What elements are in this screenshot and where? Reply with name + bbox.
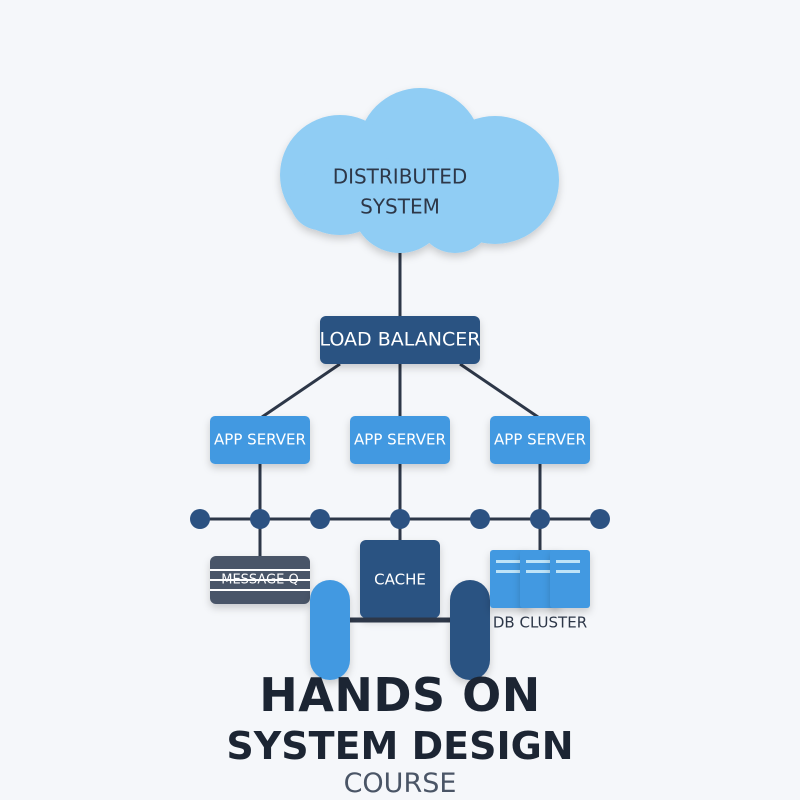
bus-node (190, 509, 210, 529)
db-cluster-node: DB CLUSTER (490, 550, 590, 632)
bus-node (250, 509, 270, 529)
cache-node: CACHE (360, 540, 440, 618)
app-server-label: APP SERVER (214, 431, 306, 449)
load-balancer-node (320, 316, 480, 364)
lb-to-app-right-line (459, 362, 539, 419)
cloud-label-line1: DISTRIBUTED (333, 165, 468, 189)
app-server-label: APP SERVER (354, 431, 446, 449)
db-cluster-label: DB CLUSTER (493, 614, 587, 632)
message-queue-node: MESSAGE Q (210, 556, 310, 604)
app-server-label: APP SERVER (494, 431, 586, 449)
cloud-label-line2: SYSTEM (360, 195, 440, 219)
bus-nodes (190, 509, 610, 529)
cloud-node (280, 88, 559, 253)
storage-pill-right (450, 580, 490, 680)
storage-link (310, 580, 490, 680)
app-server-right: APP SERVER (490, 416, 590, 464)
app-server-left: APP SERVER (210, 416, 310, 464)
bus-node (470, 509, 490, 529)
storage-pill-left (310, 580, 350, 680)
lb-to-app-left-line (261, 362, 341, 419)
bus-node (310, 509, 330, 529)
load-balancer-label: LOAD BALANCER (320, 329, 481, 351)
bus-node (530, 509, 550, 529)
title-line-course: COURSE (343, 768, 457, 799)
cache-label: CACHE (374, 571, 426, 589)
app-server-center: APP SERVER (350, 416, 450, 464)
title-line-hands-on: HANDS ON (259, 668, 541, 722)
db-server-icon (550, 550, 590, 608)
bus-node (590, 509, 610, 529)
message-queue-label: MESSAGE Q (221, 573, 299, 588)
title-line-system-design: SYSTEM DESIGN (226, 724, 574, 768)
bus-node (390, 509, 410, 529)
